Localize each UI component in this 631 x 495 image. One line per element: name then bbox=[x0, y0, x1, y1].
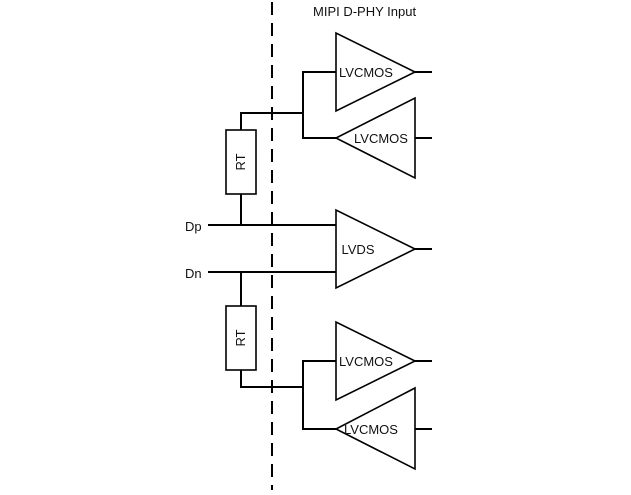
resistor-bottom-body bbox=[225, 305, 257, 371]
buffer-lvcmos-3-shape bbox=[335, 320, 417, 402]
buffer-lvcmos-4: LVCMOS bbox=[334, 386, 416, 471]
buffer-lvcmos-3: LVCMOS bbox=[335, 320, 417, 402]
resistor-top: RT bbox=[225, 129, 257, 195]
buffer-lvcmos-1-label: LVCMOS bbox=[339, 65, 393, 80]
resistor-top-label: RT bbox=[233, 153, 248, 170]
buffer-lvcmos-2-label: LVCMOS bbox=[354, 131, 408, 146]
wire-bottom-lvcmos-inputs bbox=[302, 360, 336, 430]
buffer-lvcmos-1: LVCMOS bbox=[335, 31, 417, 113]
resistor-bottom: RT bbox=[225, 305, 257, 371]
buffer-lvcmos-2: LVCMOS bbox=[334, 96, 416, 180]
wire-top-lvcmos-inputs bbox=[302, 71, 336, 139]
pin-label-dp: Dp bbox=[185, 219, 202, 234]
wire-bottom-rt-to-node bbox=[240, 370, 303, 388]
wire-top-rt-to-node bbox=[240, 112, 303, 130]
buffer-lvcmos-4-label: LVCMOS bbox=[344, 422, 398, 437]
buffer-lvds-shape bbox=[335, 208, 417, 290]
resistor-top-body bbox=[225, 129, 257, 195]
pin-label-dn: Dn bbox=[185, 266, 202, 281]
buffer-lvcmos-1-shape bbox=[335, 31, 417, 113]
buffer-lvcmos-2-shape bbox=[334, 96, 416, 180]
buffer-lvds: LVDS bbox=[335, 208, 417, 290]
buffer-lvcmos-4-shape bbox=[334, 386, 416, 471]
buffer-lvcmos-3-label: LVCMOS bbox=[339, 354, 393, 369]
buffer-lvds-label: LVDS bbox=[342, 242, 375, 257]
diagram-title: MIPI D-PHY Input bbox=[313, 4, 416, 19]
wires bbox=[208, 71, 432, 430]
resistor-bottom-label: RT bbox=[233, 329, 248, 346]
